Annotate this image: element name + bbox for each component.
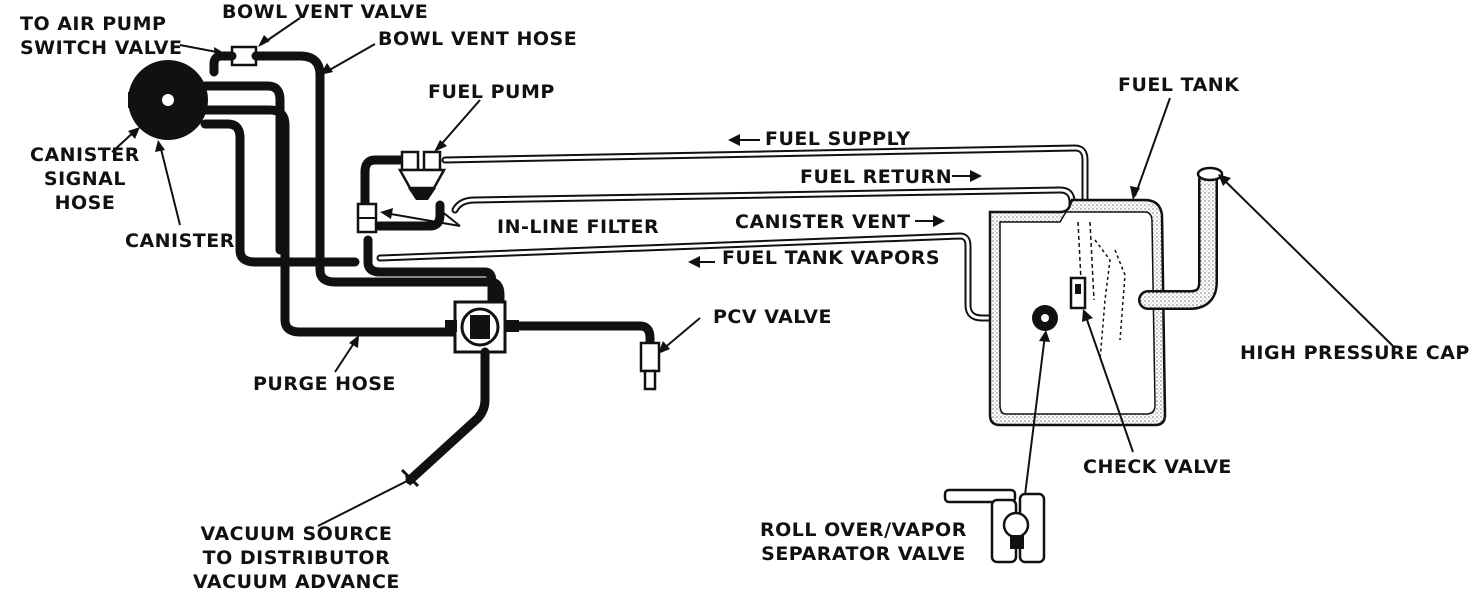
purge-hose xyxy=(200,105,460,337)
carburetor-base xyxy=(445,300,519,354)
label-fuel-pump: FUEL PUMP xyxy=(428,81,555,103)
label-high-pressure-cap: HIGH PRESSURE CAP xyxy=(1240,342,1470,364)
bowl-vent-hose xyxy=(251,51,505,315)
air-pump-hose xyxy=(209,51,237,77)
filter-hose xyxy=(373,200,445,231)
leader-lines xyxy=(111,17,1396,527)
canister-vent-line xyxy=(376,232,1044,322)
label-inline-filter: IN-LINE FILTER xyxy=(497,216,660,238)
canister-signal-hose xyxy=(200,119,360,267)
label-vacuum-line2: TO DISTRIBUTOR xyxy=(202,547,391,569)
label-canister: CANISTER xyxy=(125,230,235,252)
fuel-pump-hose xyxy=(360,155,405,211)
label-canister-signal-line1: CANISTER xyxy=(30,144,140,166)
label-canister-signal-line2: SIGNAL xyxy=(43,168,126,190)
label-bowl-vent-valve: BOWL VENT VALVE xyxy=(222,1,429,23)
check-valve xyxy=(1069,276,1087,310)
label-air-pump-line1: TO AIR PUMP xyxy=(20,13,167,35)
label-vacuum-line1: VACUUM SOURCE xyxy=(200,523,393,545)
label-fuel-tank: FUEL TANK xyxy=(1118,74,1240,96)
vacuum-source-hose xyxy=(405,347,490,485)
high-pressure-cap xyxy=(1196,166,1224,182)
label-fuel-return: FUEL RETURN xyxy=(800,166,953,188)
canister-to-valve-hose xyxy=(200,81,285,255)
label-canister-vent: CANISTER VENT xyxy=(735,211,911,233)
label-canister-signal-hose: CANISTER SIGNAL HOSE xyxy=(30,143,140,215)
in-line-filter xyxy=(356,202,378,234)
label-vacuum-line3: VACUUM ADVANCE xyxy=(193,571,400,593)
fuel-tank-vapors-hose xyxy=(363,235,497,315)
fuel-tank xyxy=(988,198,1167,427)
label-check-valve: CHECK VALVE xyxy=(1083,456,1232,478)
pcv-hose xyxy=(513,321,655,350)
label-rollover-line1: ROLL OVER/VAPOR xyxy=(760,519,967,541)
label-air-pump: TO AIR PUMP SWITCH VALVE xyxy=(20,12,182,60)
label-bowl-vent-hose: BOWL VENT HOSE xyxy=(378,28,578,50)
label-fuel-supply: FUEL SUPPLY xyxy=(765,128,911,150)
fuel-supply-line xyxy=(441,144,1089,219)
pcv-valve xyxy=(639,341,661,391)
label-air-pump-line2: SWITCH VALVE xyxy=(20,37,183,59)
label-rollover-valve: ROLL OVER/VAPOR SEPARATOR VALVE xyxy=(760,518,967,566)
label-pcv-valve: PCV VALVE xyxy=(713,306,832,328)
label-vacuum-source: VACUUM SOURCE TO DISTRIBUTOR VACUUM ADVA… xyxy=(193,522,400,594)
label-rollover-line2: SEPARATOR VALVE xyxy=(761,543,966,565)
canister xyxy=(128,60,208,140)
label-purge-hose: PURGE HOSE xyxy=(253,373,396,395)
rollover-vapor-separator-valve xyxy=(943,488,1046,564)
label-canister-signal-line3: HOSE xyxy=(54,192,116,214)
fuel-return-line xyxy=(451,186,1076,219)
tank-rollover-valve xyxy=(1032,305,1058,331)
fuel-pump xyxy=(397,150,447,200)
label-fuel-tank-vapors: FUEL TANK VAPORS xyxy=(722,247,941,269)
filler-neck xyxy=(1138,166,1224,310)
